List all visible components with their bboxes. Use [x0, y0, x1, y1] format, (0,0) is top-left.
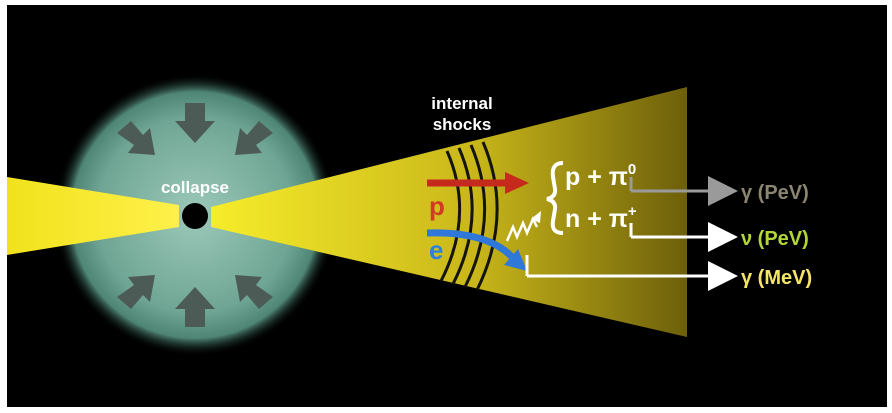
photon-arrowhead-icon — [531, 211, 541, 223]
output-gamma-pev: γ (PeV) — [741, 182, 809, 204]
reaction-2: n + π+ — [565, 203, 637, 233]
output-gamma-mev: γ (MeV) — [741, 267, 812, 289]
black-hole — [182, 203, 208, 229]
internal-shocks-label-line1: internal — [431, 94, 492, 113]
diagram-frame: collapse internal shocks p e p + π0 n + … — [7, 5, 887, 407]
reaction-brace — [546, 161, 564, 235]
electron-arrow — [426, 229, 527, 271]
proton-label: p — [429, 191, 445, 221]
reaction-1: p + π0 — [565, 161, 636, 191]
arrow-bottom-left-icon — [117, 275, 155, 309]
arrow-bottom-icon — [175, 287, 215, 327]
internal-shocks — [439, 141, 499, 291]
electron-label: e — [429, 235, 443, 265]
output-nu-pev: ν (PeV) — [741, 228, 809, 250]
output-arrows — [525, 176, 738, 291]
grb-diagram: collapse internal shocks p e p + π0 n + … — [7, 75, 812, 355]
left-jet — [7, 177, 179, 255]
proton-arrow — [427, 172, 529, 194]
internal-shocks-label-line2: shocks — [433, 115, 492, 134]
collapse-label: collapse — [161, 178, 229, 197]
arrow-top-right-icon — [235, 121, 273, 155]
inward-arrows — [117, 103, 273, 327]
arrow-top-left-icon — [117, 121, 155, 155]
arrow-top-icon — [175, 103, 215, 143]
arrow-bottom-right-icon — [235, 275, 273, 309]
